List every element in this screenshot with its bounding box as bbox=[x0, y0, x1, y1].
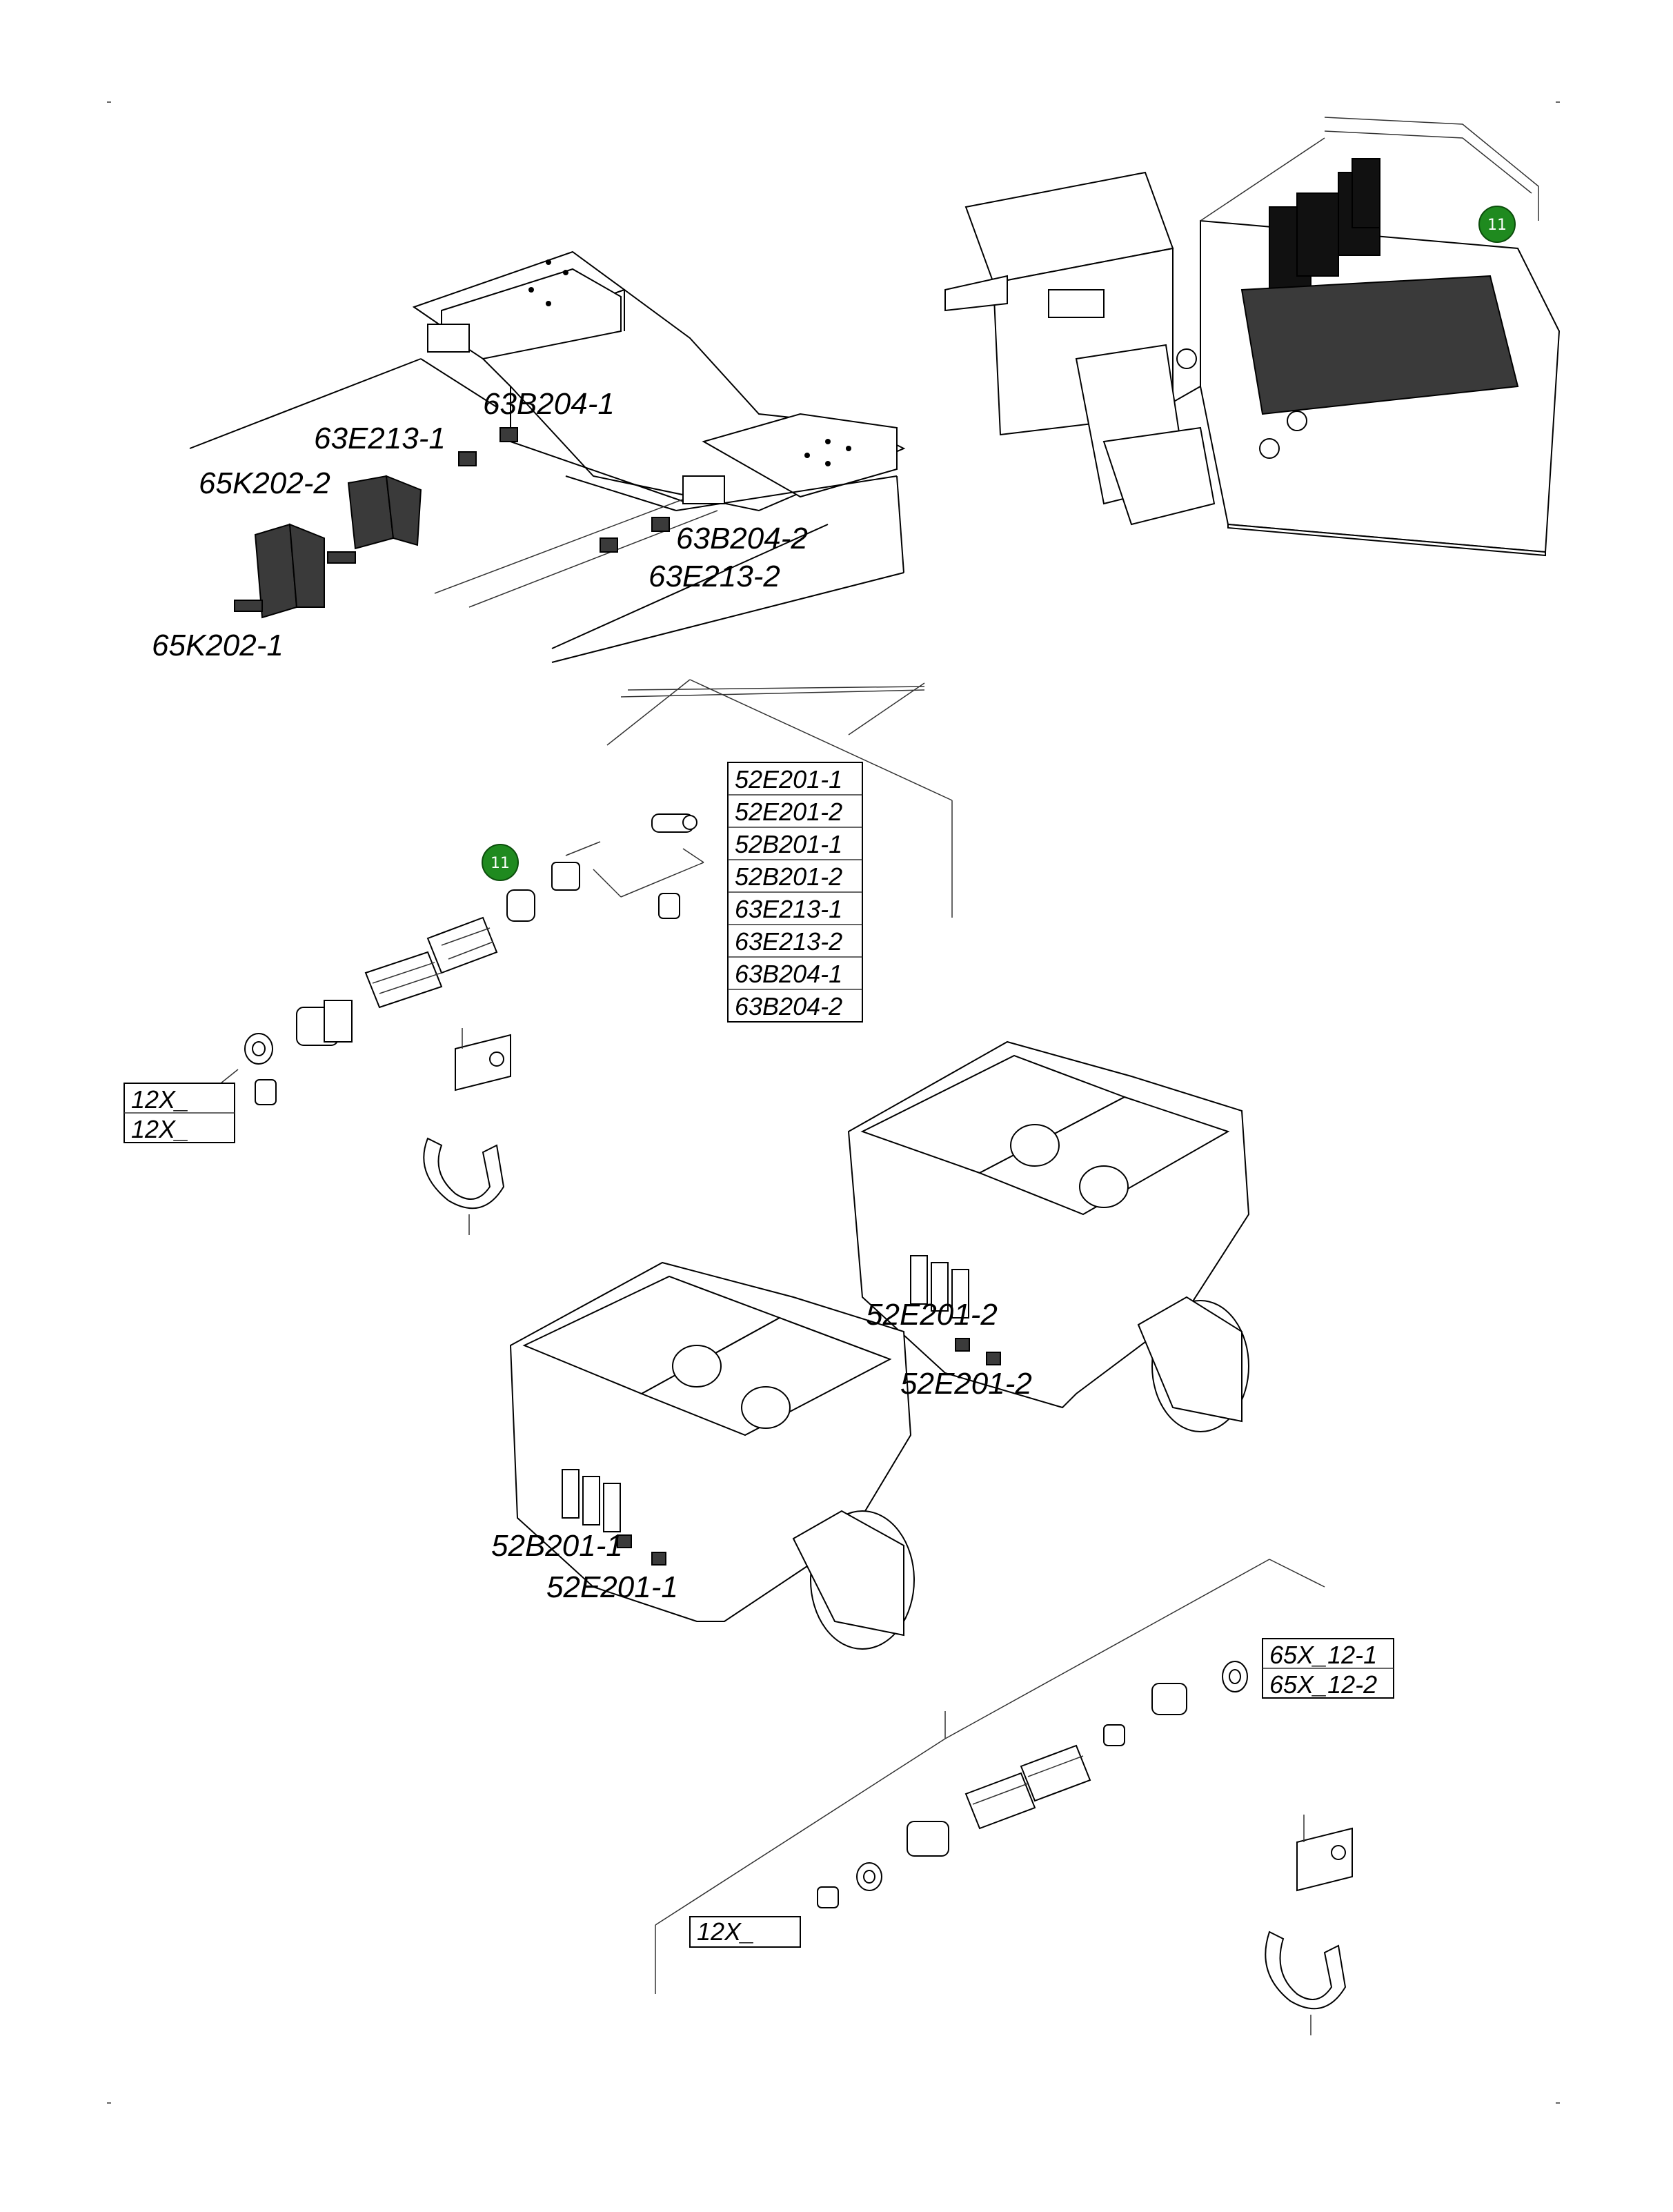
table-row: 12X_ bbox=[131, 1115, 189, 1143]
table-row: 63B204-2 bbox=[735, 992, 842, 1020]
bottom-connector-table: 12X_ bbox=[689, 1916, 801, 1948]
cable-tie-icon bbox=[1265, 1930, 1347, 2035]
connector-icon bbox=[817, 1661, 1248, 1908]
sub-assembly-leader-lines bbox=[565, 679, 953, 918]
engine-icon bbox=[847, 1040, 1250, 1432]
table-row: 12X_ bbox=[697, 1917, 755, 1946]
left-connector-table: 12X_ 12X_ bbox=[123, 1069, 239, 1143]
label-52E201-2-upper: 52E201-2 bbox=[866, 1298, 998, 1332]
cable-tie-icon bbox=[423, 1137, 505, 1235]
table-row: 65X_12-1 bbox=[1269, 1641, 1377, 1669]
sensor-reference-table: 52E201-1 52E201-2 52B201-1 52B201-2 63E2… bbox=[727, 762, 863, 1023]
table-row: 63E213-1 bbox=[735, 895, 842, 923]
label-65K202-2: 65K202-2 bbox=[199, 466, 330, 500]
tag-icon bbox=[455, 1028, 511, 1092]
table-row: 52E201-1 bbox=[735, 765, 842, 793]
table-row: 52B201-1 bbox=[735, 830, 842, 858]
frame-icon bbox=[189, 250, 925, 698]
engine-icon bbox=[509, 1261, 915, 1650]
right-connector-table: 65X_12-1 65X_12-2 bbox=[1262, 1638, 1394, 1699]
table-row: 63E213-2 bbox=[735, 927, 842, 956]
machine-icon bbox=[944, 117, 1561, 557]
callout-badge-icon: 11 bbox=[482, 844, 519, 881]
label-63B204-2: 63B204-2 bbox=[676, 522, 808, 555]
table-row: 52B201-2 bbox=[735, 862, 842, 891]
label-63E213-1: 63E213-1 bbox=[314, 422, 446, 455]
registration-marks bbox=[107, 101, 1560, 2104]
callout-badge-icon: 11 bbox=[1478, 206, 1516, 243]
label-52B201-1: 52B201-1 bbox=[491, 1529, 623, 1563]
label-63B204-1: 63B204-1 bbox=[483, 387, 615, 421]
badge-top-right: 11 bbox=[1487, 217, 1507, 234]
label-52E201-2-lower: 52E201-2 bbox=[900, 1367, 1032, 1401]
sensor-icon bbox=[617, 1338, 1001, 1566]
badge-sub-assembly: 11 bbox=[491, 855, 510, 872]
table-row: 52E201-2 bbox=[735, 798, 842, 826]
label-52E201-1: 52E201-1 bbox=[546, 1570, 678, 1604]
tag-icon bbox=[1296, 1815, 1353, 1892]
table-row: 65X_12-2 bbox=[1269, 1670, 1377, 1699]
label-63E213-2: 63E213-2 bbox=[649, 560, 780, 593]
bottom-assembly-leader-lines bbox=[655, 1559, 1325, 1994]
sensor-icon bbox=[458, 427, 670, 553]
connector-icon bbox=[244, 813, 697, 1105]
relay-box-icon bbox=[234, 475, 422, 619]
table-row: 12X_ bbox=[131, 1085, 189, 1114]
label-65K202-1: 65K202-1 bbox=[152, 629, 284, 662]
table-row: 63B204-1 bbox=[735, 960, 842, 988]
